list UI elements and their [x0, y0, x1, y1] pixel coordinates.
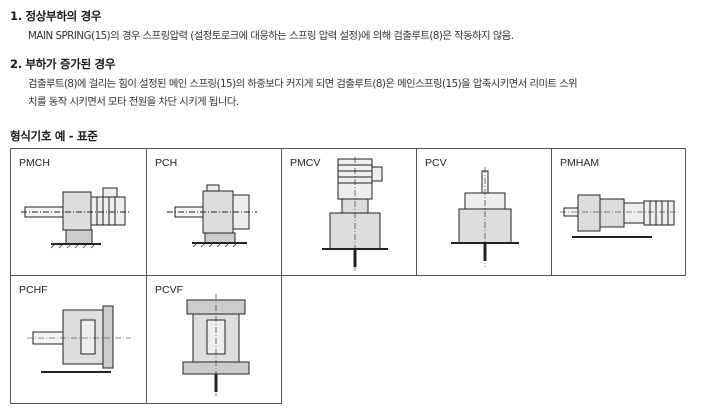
model-table: PMCH PCH: [10, 148, 686, 404]
model-cell-pch: PCH: [146, 148, 282, 276]
section-1-title: 1. 정상부하의 경우: [10, 9, 102, 23]
model-cell-pmcv: PMCV: [281, 148, 417, 276]
model-cell-pcv: PCV: [416, 148, 552, 276]
section-2-text-line-1: 검출루트(8)에 걸리는 힘이 설정된 메인 스프링(15)의 하중보다 커지게…: [28, 78, 578, 90]
model-label: PMCH: [19, 157, 50, 169]
vertical-reducer-icon: [451, 167, 519, 267]
horizontal-reducer-icon: [167, 184, 257, 248]
model-cell-pmch: PMCH: [10, 148, 147, 276]
section-1-text: MAIN SPRING(15)의 경우 스프링압력 (설정토로크에 대응하는 스…: [28, 30, 514, 42]
section-2-text-line-2: 치를 동작 시키면서 모타 전원을 차단 시키게 됩니다.: [28, 96, 239, 108]
flange-vertical-reducer-icon: [182, 294, 250, 396]
model-label: PCH: [155, 157, 178, 169]
model-table-title: 형식기호 예 - 표준: [10, 129, 98, 143]
model-label: PMCV: [290, 157, 321, 169]
model-label: PMHAM: [560, 157, 600, 169]
vertical-motor-reducer-icon: [322, 157, 388, 271]
model-cell-pchf: PCHF: [10, 275, 147, 404]
model-label: PCVF: [155, 284, 184, 296]
model-label: PCV: [425, 157, 447, 169]
model-cell-pcvf: PCVF: [146, 275, 282, 404]
model-cell-pmham: PMHAM: [551, 148, 686, 276]
horizontal-motor-reducer-icon: [21, 187, 131, 249]
section-2-title: 2. 부하가 증가된 경우: [10, 57, 116, 71]
double-stage-motor-reducer-icon: [560, 194, 680, 238]
model-label: PCHF: [19, 284, 48, 296]
flange-horizontal-reducer-icon: [27, 305, 131, 373]
